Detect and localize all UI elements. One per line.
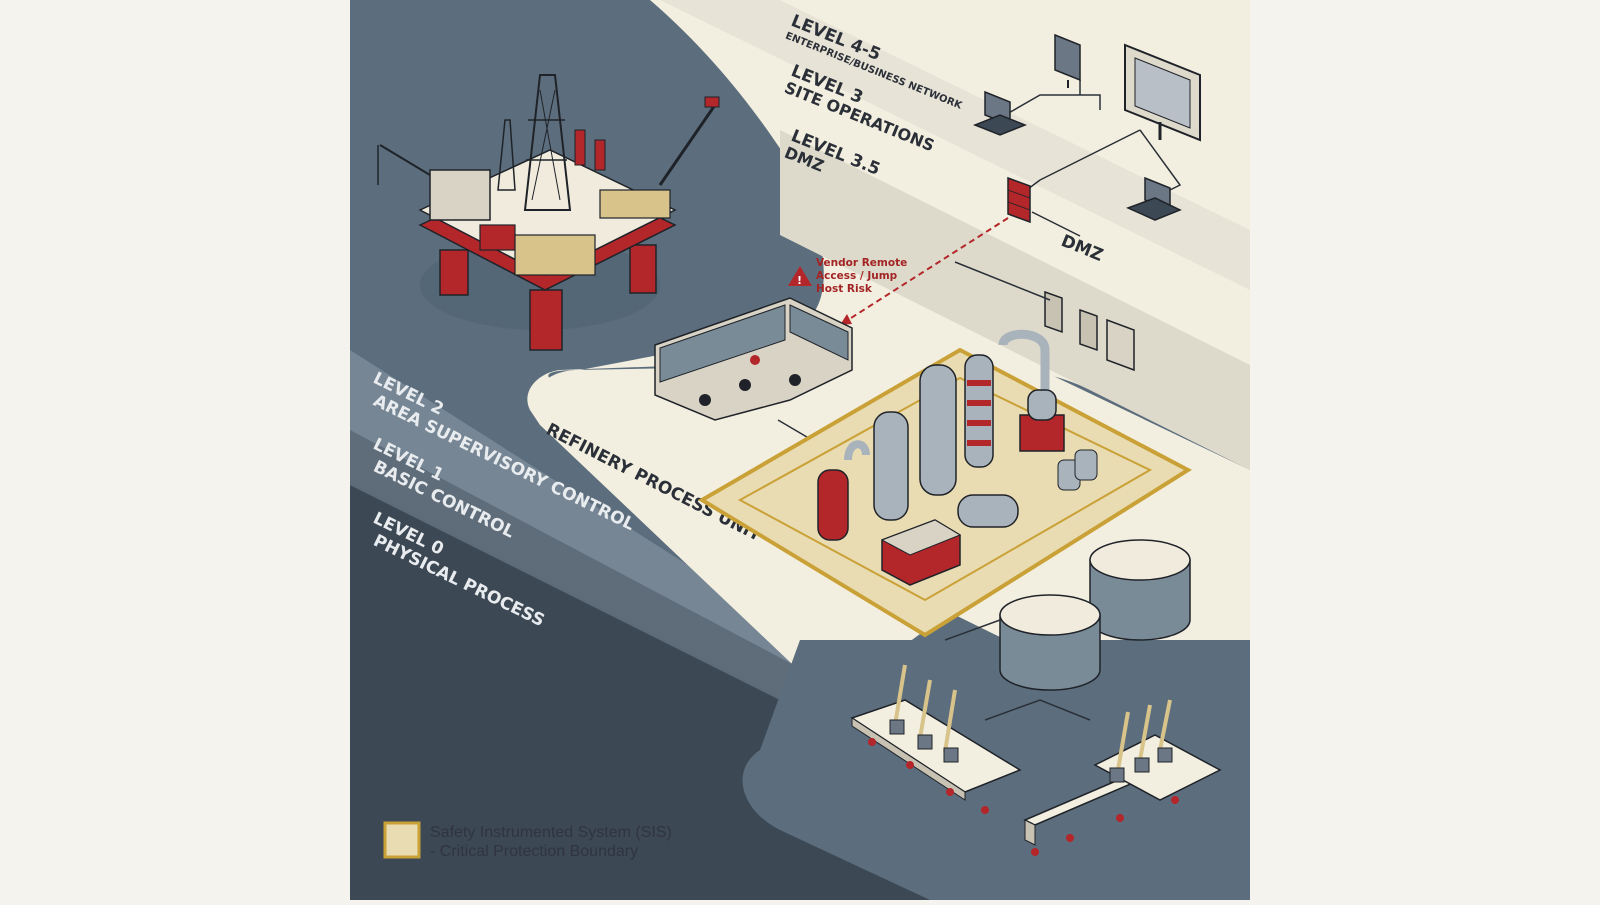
risk-line-1: Vendor Remote	[816, 257, 907, 269]
small-tanks-icon	[1057, 449, 1098, 491]
storage-tank-icon	[999, 594, 1101, 691]
distillation-column-icon	[817, 329, 1065, 541]
dmz-band	[780, 130, 1250, 470]
control-link	[777, 419, 813, 441]
remote-access-path	[839, 217, 1009, 326]
pipeline-valve-icon	[850, 664, 1022, 814]
risk-line-3: Host Risk	[816, 283, 873, 295]
tank-link	[944, 619, 1001, 641]
server-icon	[954, 261, 1135, 372]
svg-text:!: !	[797, 274, 802, 287]
warning-icon: !	[788, 266, 812, 287]
legend: Safety Instrumented System (SIS) - Criti…	[383, 821, 672, 860]
remote-access-arrowhead	[840, 314, 852, 325]
firewall-icon	[1007, 176, 1031, 224]
monitor-icon	[1124, 43, 1201, 142]
laptop-icon	[1126, 176, 1182, 221]
sis-legend-swatch	[383, 821, 421, 859]
offshore-rig-icon	[377, 74, 720, 351]
field-link	[984, 699, 1091, 721]
control-room-icon	[654, 297, 853, 421]
enterprise-network	[972, 33, 1201, 221]
separator-vessel-icon	[880, 494, 1019, 586]
legend-line-1: Safety Instrumented System (SIS)	[430, 824, 672, 841]
enterprise-band	[660, 0, 1250, 290]
risk-line-2: Access / Jump	[816, 270, 898, 282]
vendor-risk-callout: Vendor Remote Access / Jump Host Risk	[816, 257, 907, 295]
laptop-icon	[972, 90, 1028, 136]
monitor-icon	[1054, 33, 1081, 88]
pipeline-valve-icon	[1023, 699, 1222, 856]
storage-tank-icon	[1089, 539, 1191, 641]
legend-line-2: - Critical Protection Boundary	[430, 843, 638, 860]
level1-band	[350, 430, 860, 700]
